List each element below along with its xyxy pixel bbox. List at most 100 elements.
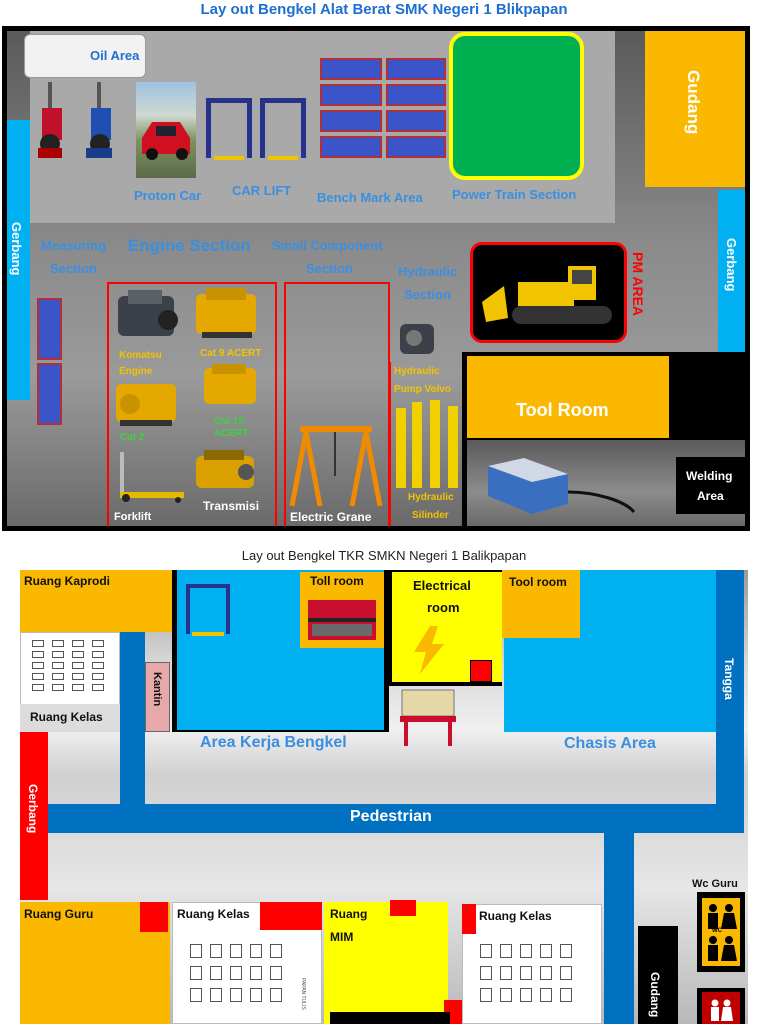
classroom-desk: [32, 673, 44, 680]
classroom-desk: [32, 640, 44, 647]
corridor-vertical-right: [604, 833, 634, 1024]
tool-room-label: Tool Room: [516, 400, 609, 420]
chasis-area: [580, 570, 716, 732]
gerbang-right: [718, 190, 745, 358]
oil-area-label: Oil Area: [90, 48, 140, 63]
classroom-desk: [270, 944, 282, 958]
classroom-desk: [72, 662, 84, 669]
classroom-desk: [52, 640, 64, 647]
workbench-icon: [400, 689, 456, 746]
classroom-desk: [210, 944, 222, 958]
gerbang-left-label: Gerbang: [9, 222, 24, 276]
gerbang-bottom: [20, 732, 48, 900]
classroom-desk: [540, 988, 552, 1002]
car-lift-icon: [206, 98, 306, 160]
hydraulic-silinder-label: Hydraulic: [408, 492, 454, 503]
area-kerja-label: Area Kerja Bengkel: [200, 734, 347, 751]
gerbang-left: [7, 120, 30, 400]
papan-tulis-label: PAPAN TULIS: [300, 978, 306, 1010]
oil-area-box: [24, 34, 146, 78]
engine-section-title: Engine Section: [128, 236, 251, 255]
classroom-desk: [480, 944, 492, 958]
bench-mark-table: [386, 136, 446, 158]
toilet-people-icon: [708, 904, 737, 961]
cat9-label: Cat 9 ACERT: [200, 348, 262, 359]
ruang-kelas-3-label: Ruang Kelas: [479, 909, 552, 923]
classroom-desk: [52, 673, 64, 680]
lightning-icon: [414, 626, 444, 674]
tire-changer-icon: [86, 82, 112, 158]
chasis-label: Chasis Area: [564, 735, 656, 752]
transmisi-label: Transmisi: [203, 499, 260, 513]
hydraulic-label: Hydraulic: [398, 264, 458, 279]
measuring-label: Measuring: [41, 238, 107, 253]
gudang-bottom-label: Gudang: [648, 972, 662, 1018]
electric-grane-label: Electric Grane: [290, 510, 372, 524]
classroom-desk: [480, 988, 492, 1002]
cat9-engine-icon: [196, 288, 256, 338]
classroom-desk: [52, 684, 64, 691]
classroom-desk: [92, 684, 104, 691]
cat2-label: Cat 2: [120, 432, 145, 443]
bench-mark-label: Bench Mark Area: [317, 190, 423, 205]
bench-mark-table: [386, 58, 446, 80]
car-lift-label: CAR LIFT: [232, 183, 292, 198]
hydraulic-pump-label-2: Pump Volvo: [394, 384, 452, 395]
classroom-desk: [540, 966, 552, 980]
ruang-mim-label-2: MIM: [330, 930, 354, 944]
top-title: Lay out Bengkel Alat Berat SMK Negeri 1 …: [200, 1, 568, 18]
bench-mark-table: [320, 136, 382, 158]
classroom-desk: [230, 988, 242, 1002]
classroom-desk: [190, 966, 202, 980]
gerbang-right-label: Gerbang: [724, 238, 739, 292]
hydraulic-cylinder-icon: [396, 400, 458, 488]
measuring-table: [37, 298, 62, 360]
classroom-desk: [72, 651, 84, 658]
classroom-desk: [72, 640, 84, 647]
forklift-icon: [120, 452, 184, 503]
classroom-desk: [250, 966, 262, 980]
classroom-desk: [230, 966, 242, 980]
classroom-desk: [210, 966, 222, 980]
classroom-desk: [92, 673, 104, 680]
hydraulic-label-2: Section: [404, 287, 451, 302]
classroom-desk: [540, 944, 552, 958]
tool-room-bottom: [502, 570, 580, 638]
bench-mark-table: [386, 84, 446, 106]
classroom-desk: [230, 944, 242, 958]
red-marker: [390, 900, 416, 916]
classroom-desk: [520, 944, 532, 958]
pm-area-label: PM AREA: [630, 252, 646, 317]
classroom-desk: [500, 944, 512, 958]
classroom-desk: [52, 662, 64, 669]
mim-equipment: [330, 1012, 450, 1024]
classroom-desk: [190, 944, 202, 958]
ruang-kelas-1-footer: [20, 704, 120, 732]
hydraulic-silinder-label-2: Silinder: [412, 510, 449, 521]
hydraulic-pump-label: Hydraulic: [394, 366, 440, 377]
classroom-desk: [72, 673, 84, 680]
electrical-label: Electrical: [413, 578, 471, 593]
engine-section-border: [107, 282, 277, 526]
classroom-desk: [520, 988, 532, 1002]
tire-changer-icon: [38, 82, 62, 158]
classroom-desk: [270, 988, 282, 1002]
chasis-area-lower: [504, 638, 582, 732]
classroom-desk: [92, 651, 104, 658]
classroom-desk: [500, 966, 512, 980]
hydraulic-section-border: [389, 362, 465, 526]
gudang-bottom: [638, 926, 678, 1024]
bench-mark-table: [320, 58, 382, 80]
cat15-label-2: ACERT: [214, 428, 249, 439]
measuring-label-2: Section: [50, 261, 97, 276]
power-train-section: [449, 32, 584, 180]
tool-room-bottom-label: Tool room: [509, 575, 567, 589]
komatsu-label: Komatsu: [119, 350, 162, 361]
bottom-title: Lay out Bengkel TKR SMKN Negeri 1 Balikp…: [241, 548, 527, 563]
welding-label-2: Area: [697, 489, 724, 503]
classroom-desk: [92, 640, 104, 647]
red-marker: [260, 902, 322, 930]
tool-room-block: [467, 356, 669, 438]
komatsu-label-2: Engine: [119, 366, 153, 377]
proton-car-label: Proton Car: [134, 188, 202, 203]
